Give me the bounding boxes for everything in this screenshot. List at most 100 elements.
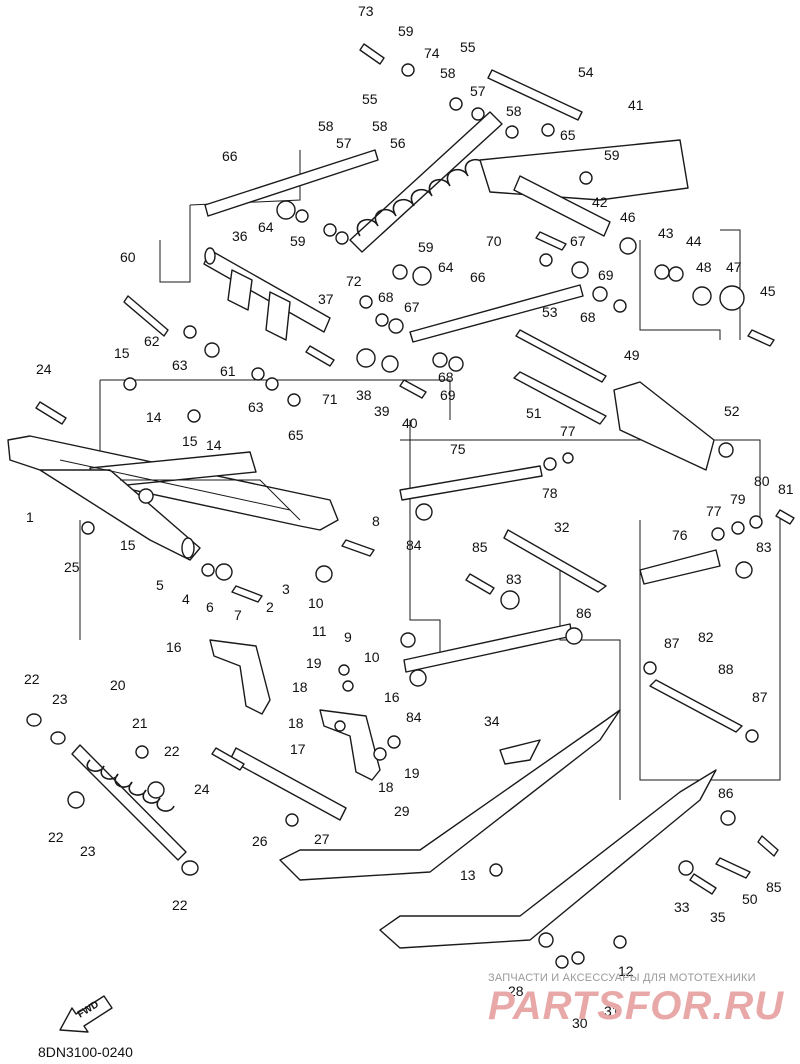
upper-arm-41 [479,139,689,237]
callout-40: 40 [402,415,418,431]
callout-59: 59 [604,147,620,163]
callout-34: 34 [484,713,500,729]
callout-63: 63 [248,399,264,415]
callout-56: 56 [390,135,406,151]
watermark-logo: PARTSFOR.RU [488,984,785,1028]
callout-54: 54 [578,64,594,80]
callout-86: 86 [576,605,592,621]
callout-79: 79 [730,491,746,507]
callout-49: 49 [624,347,640,363]
fwd-arrow-icon: FWD [59,995,113,1033]
callout-22: 22 [24,671,40,687]
callout-27: 27 [314,831,330,847]
callout-55: 55 [362,91,378,107]
callout-17: 17 [290,741,306,757]
watermark-tagline: ЗАПЧАСТИ И АКСЕССУАРЫ ДЛЯ МОТОТЕХНИКИ [488,972,756,984]
callout-10: 10 [308,595,324,611]
callout-9: 9 [344,629,352,645]
bracket-49 [613,381,715,471]
callout-60: 60 [120,249,136,265]
rear-shock [26,713,199,876]
callout-26: 26 [252,833,268,849]
hardware-parts [67,63,763,969]
callout-57: 57 [470,83,486,99]
callout-61: 61 [220,363,236,379]
callout-76: 76 [672,527,688,543]
callout-18: 18 [378,779,394,795]
callout-5: 5 [156,577,164,593]
callout-15: 15 [182,433,198,449]
callout-84: 84 [406,537,422,553]
callout-45: 45 [760,283,776,299]
callout-87: 87 [752,689,768,705]
callout-29: 29 [394,803,410,819]
callout-2: 2 [266,599,274,615]
callout-66: 66 [222,148,238,164]
callout-69: 69 [598,267,614,283]
callout-62: 62 [144,333,160,349]
callout-21: 21 [132,715,148,731]
callout-39: 39 [374,403,390,419]
callout-37: 37 [318,291,334,307]
callout-83: 83 [756,539,772,555]
callout-16: 16 [166,639,182,655]
callout-59: 59 [398,23,414,39]
callout-67: 67 [570,233,586,249]
callout-7: 7 [234,607,242,623]
callout-18: 18 [288,715,304,731]
callout-68: 68 [378,289,394,305]
callout-59: 59 [418,239,434,255]
callout-36: 36 [232,228,248,244]
callout-77: 77 [706,503,722,519]
callout-16: 16 [384,689,400,705]
callout-6: 6 [206,599,214,615]
callout-33: 33 [674,899,690,915]
callout-15: 15 [114,345,130,361]
callout-64: 64 [438,259,454,275]
callout-55: 55 [460,39,476,55]
callout-59: 59 [290,233,306,249]
slide-rails [279,709,717,949]
callout-87: 87 [664,635,680,651]
callout-46: 46 [620,209,636,225]
callout-12: 12 [618,963,634,979]
shaft-36 [203,247,331,341]
callout-22: 22 [172,897,188,913]
callout-24: 24 [36,361,52,377]
diagram-code: 8DN3100-0240 [38,1044,133,1060]
callout-68: 68 [438,369,454,385]
callout-11: 11 [312,623,327,639]
callout-13: 13 [460,867,476,883]
callout-80: 80 [754,473,770,489]
callout-32: 32 [554,519,570,535]
callout-58: 58 [506,103,522,119]
callout-25: 25 [64,559,80,575]
callout-58: 58 [318,118,334,134]
callout-10: 10 [364,649,380,665]
callout-24: 24 [194,781,210,797]
callout-58: 58 [372,118,388,134]
callout-82: 82 [698,629,714,645]
callout-57: 57 [336,135,352,151]
callout-51: 51 [526,405,542,421]
callout-30: 30 [572,1015,588,1031]
callout-66: 66 [470,269,486,285]
callout-22: 22 [48,829,64,845]
callout-68: 68 [580,309,596,325]
callout-52: 52 [724,403,740,419]
callout-78: 78 [542,485,558,501]
callout-38: 38 [356,387,372,403]
callout-23: 23 [52,691,68,707]
callout-77: 77 [560,423,576,439]
callout-28: 28 [508,983,524,999]
callout-31: 31 [604,1003,620,1019]
callout-83: 83 [506,571,522,587]
callout-70: 70 [486,233,502,249]
callout-63: 63 [172,357,188,373]
callout-64: 64 [258,219,274,235]
callout-50: 50 [742,891,758,907]
callout-42: 42 [592,194,608,210]
callout-84: 84 [406,709,422,725]
callout-81: 81 [778,481,794,497]
callout-47: 47 [726,259,742,275]
